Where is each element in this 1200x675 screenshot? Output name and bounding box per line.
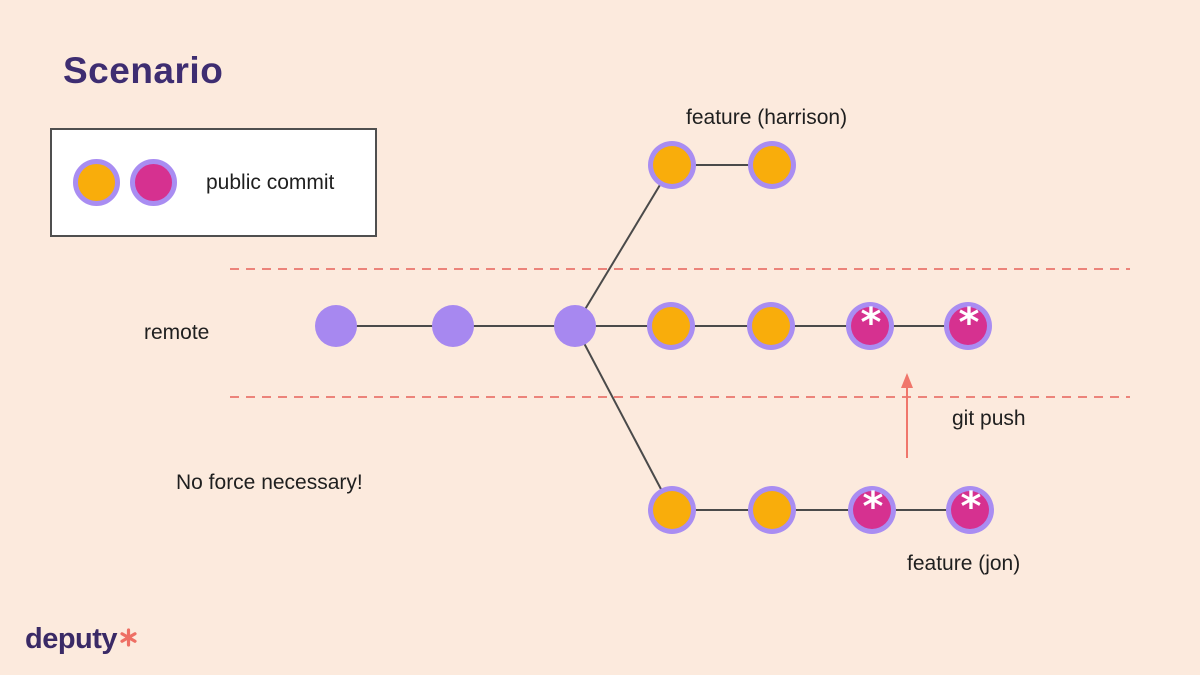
commit-node-orange: [652, 307, 690, 345]
commit-node-pink: [951, 491, 989, 529]
commit-node-pink: [949, 307, 987, 345]
branch-edge: [574, 164, 673, 327]
branch-edge: [574, 325, 673, 511]
public-commit-pink-icon: [130, 159, 177, 206]
deputy-logo: deputy: [25, 624, 138, 654]
public-commit-orange-icon: [73, 159, 120, 206]
new-commit-star-marker: *: [959, 300, 980, 346]
branch-label-feature-jon: feature (jon): [907, 552, 1021, 575]
commit-node-remote: [315, 305, 357, 347]
commit-node-remote: [432, 305, 474, 347]
deputy-logo-text: deputy: [25, 623, 118, 655]
commit-node-orange: [653, 491, 691, 529]
git-push-arrowhead: [901, 373, 913, 388]
commit-node-orange: [753, 491, 791, 529]
new-commit-star-marker: *: [861, 300, 882, 346]
page-title: Scenario: [63, 50, 224, 91]
commit-node-orange: [753, 146, 791, 184]
new-commit-star-marker: *: [863, 484, 884, 530]
deputy-asterisk-icon: [120, 628, 137, 647]
commit-node-orange: [752, 307, 790, 345]
git-push-label: git push: [952, 407, 1026, 430]
branch-label-feature-harrison: feature (harrison): [686, 106, 848, 129]
commit-node-pink: [851, 307, 889, 345]
legend-box: public commit: [50, 128, 377, 237]
commit-node-remote: [554, 305, 596, 347]
legend-label: public commit: [206, 170, 335, 194]
commit-node-orange: [653, 146, 691, 184]
new-commit-star-marker: *: [961, 484, 982, 530]
commit-node-pink: [853, 491, 891, 529]
branch-label-remote: remote: [144, 321, 210, 344]
note-no-force-necessary: No force necessary!: [176, 471, 363, 494]
